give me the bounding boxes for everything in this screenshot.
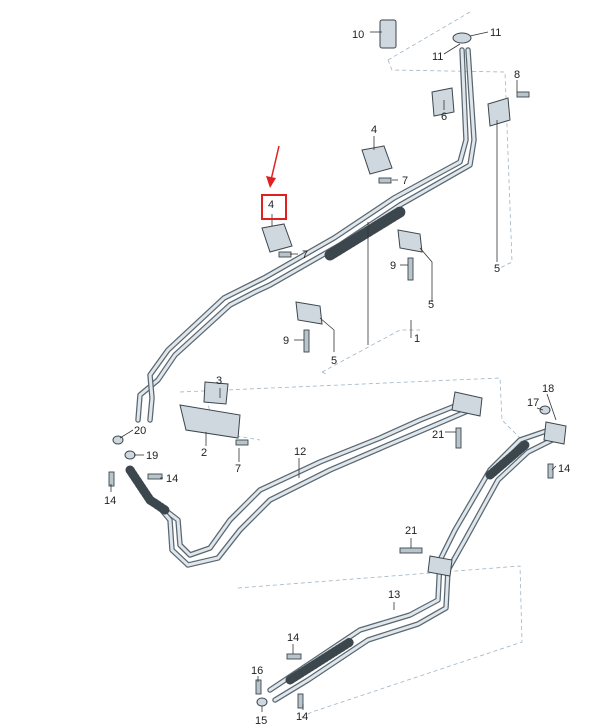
fitting-part-18 xyxy=(543,421,567,445)
bolt-part-21b xyxy=(399,547,423,554)
bolt-part-14e xyxy=(297,693,304,709)
parts xyxy=(108,19,567,709)
label-part-14-bottom[interactable]: 14 xyxy=(296,711,308,723)
bolt-part-14c xyxy=(547,463,554,479)
label-part-7-lower[interactable]: 7 xyxy=(235,463,241,475)
bracket-part-2 xyxy=(179,404,241,439)
callout-labels: 10 11 11 8 6 4 7 4 7 9 5 5 9 1 5 3 18 17… xyxy=(104,27,570,726)
bolt-part-7a xyxy=(378,177,392,184)
clip-part-11 xyxy=(452,32,472,44)
bolt-part-9a xyxy=(407,257,414,281)
group-outlines xyxy=(179,11,523,719)
highlight-arrowhead-icon xyxy=(266,176,276,188)
bolt-part-21a xyxy=(455,427,462,449)
clip-part-5a xyxy=(397,229,423,253)
label-part-10[interactable]: 10 xyxy=(352,29,364,41)
bolt-part-14a xyxy=(108,471,115,487)
label-part-11-right[interactable]: 11 xyxy=(490,27,501,39)
label-part-14-bottom-upper[interactable]: 14 xyxy=(287,632,299,644)
pipe-assembly-lower xyxy=(125,397,473,568)
label-part-6[interactable]: 6 xyxy=(441,111,447,123)
label-part-18[interactable]: 18 xyxy=(542,383,554,395)
label-part-17[interactable]: 17 xyxy=(527,397,539,409)
label-part-21-upper[interactable]: 21 xyxy=(432,429,444,441)
label-part-15[interactable]: 15 xyxy=(255,715,267,726)
highlight-arrow xyxy=(270,145,280,181)
pipe-assembly-right xyxy=(267,425,558,703)
label-part-7-upper[interactable]: 7 xyxy=(402,175,408,187)
clip-part-3 xyxy=(203,381,229,405)
bracket-part-4-lower xyxy=(261,223,293,253)
bolt-part-9b xyxy=(303,329,310,353)
label-part-8[interactable]: 8 xyxy=(514,69,520,81)
clip-part-12-end xyxy=(451,391,483,417)
label-part-3[interactable]: 3 xyxy=(216,375,222,387)
label-part-20[interactable]: 20 xyxy=(134,425,146,437)
leader-lines xyxy=(110,31,557,712)
bolt-part-8 xyxy=(516,91,530,98)
label-part-9-upper[interactable]: 9 xyxy=(390,260,396,272)
seal-part-19 xyxy=(124,450,136,460)
seal-part-17 xyxy=(539,405,551,415)
bolt-part-7b xyxy=(278,251,292,258)
label-part-4-upper[interactable]: 4 xyxy=(371,124,377,136)
label-part-14-right[interactable]: 14 xyxy=(558,463,570,475)
label-part-1[interactable]: 1 xyxy=(414,333,420,345)
bolt-part-14d xyxy=(286,653,302,660)
label-part-16[interactable]: 16 xyxy=(251,665,263,677)
seal-part-10 xyxy=(379,19,397,49)
bolt-part-16 xyxy=(255,679,262,695)
clip-part-6 xyxy=(431,87,455,117)
label-part-21-lower[interactable]: 21 xyxy=(405,525,417,537)
label-part-2[interactable]: 2 xyxy=(201,447,207,459)
label-part-12[interactable]: 12 xyxy=(294,446,306,458)
label-part-13[interactable]: 13 xyxy=(388,589,400,601)
bracket-part-4-upper xyxy=(361,145,393,175)
label-part-11-left[interactable]: 11 xyxy=(432,51,443,63)
bolt-part-7c xyxy=(235,439,249,446)
label-part-4-highlighted[interactable]: 4 xyxy=(268,199,274,211)
label-part-5-right[interactable]: 5 xyxy=(494,263,500,275)
clip-part-6b xyxy=(487,97,511,127)
label-part-5-middle[interactable]: 5 xyxy=(428,299,434,311)
highlight-marker xyxy=(261,145,287,220)
pipe-assembly-upper xyxy=(135,47,477,423)
label-part-9-lower[interactable]: 9 xyxy=(283,335,289,347)
label-part-14-left[interactable]: 14 xyxy=(104,495,116,507)
label-part-14-left-hose[interactable]: 14 xyxy=(166,473,178,485)
clip-part-13-mid xyxy=(427,555,453,577)
highlight-box xyxy=(261,194,287,220)
clip-part-5b xyxy=(295,301,323,325)
bolt-part-14b xyxy=(147,473,163,480)
label-part-7-middle[interactable]: 7 xyxy=(302,249,308,261)
seal-part-15 xyxy=(256,697,268,707)
label-part-19[interactable]: 19 xyxy=(146,450,158,462)
label-part-5-lower[interactable]: 5 xyxy=(331,355,337,367)
